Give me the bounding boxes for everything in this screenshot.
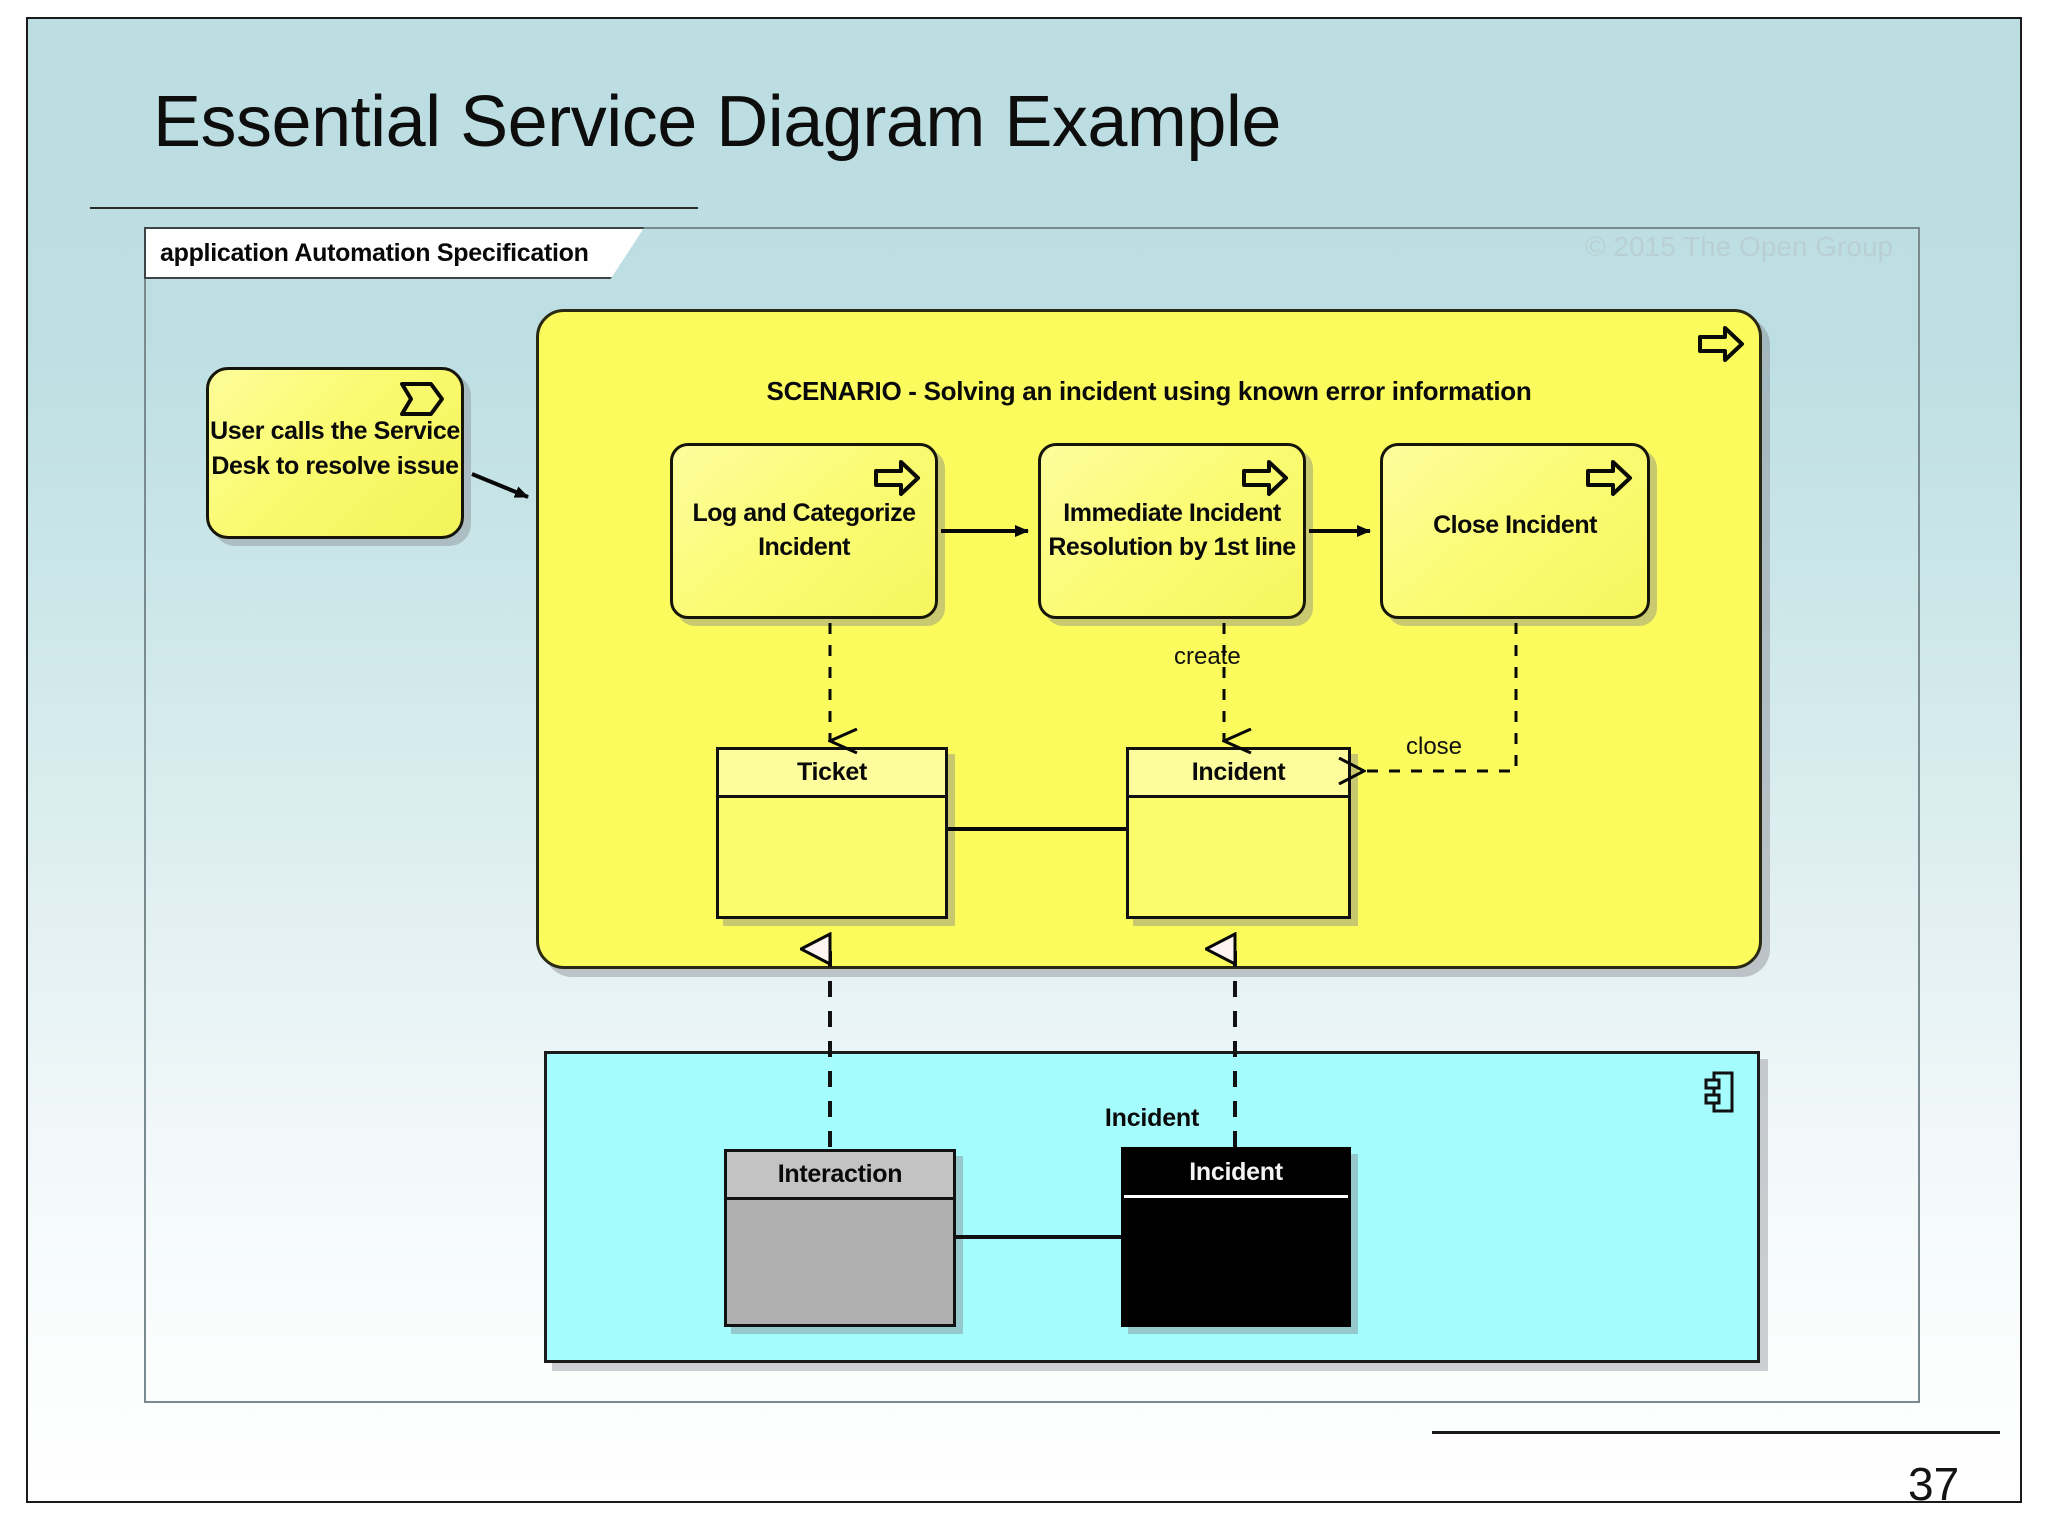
uml-class-name: Ticket [719, 750, 945, 798]
uml-class-name: Incident [1129, 750, 1348, 798]
uml-frame-label: application Automation Specification [144, 227, 645, 279]
footer-rule [1432, 1431, 2000, 1434]
title-underline-rule [90, 207, 698, 209]
uml-class-incident-implementation[interactable]: Incident [1121, 1147, 1351, 1327]
process-arrow-icon [1242, 460, 1288, 496]
page-number: 37 [1908, 1458, 1960, 1510]
edge-label-close: close [1406, 733, 1463, 760]
process-box-label: Log and Categorize Incident [692, 499, 916, 561]
copyright-notice: © 2015 The Open Group [1585, 231, 1894, 262]
uml-class-ticket[interactable]: Ticket [716, 747, 948, 919]
component-label: Incident [1104, 1104, 1200, 1132]
event-flag-icon [400, 382, 444, 416]
uml-class-interaction[interactable]: Interaction [724, 1149, 956, 1327]
uml-class-incident[interactable]: Incident [1126, 747, 1351, 919]
uml-class-name: Incident [1124, 1150, 1348, 1198]
event-node-label: User calls the Service Desk to resolve i… [210, 417, 460, 480]
process-arrow-icon [1698, 326, 1744, 362]
uml-class-name: Interaction [727, 1152, 953, 1200]
process-box-log-and-categorize-incident[interactable]: Log and Categorize Incident [670, 443, 938, 619]
component-icon [1704, 1071, 1734, 1113]
scenario-title: SCENARIO - Solving an incident using kno… [766, 376, 1532, 406]
slide-frame: Essential Service Diagram Example applic… [26, 17, 2022, 1510]
page-title: Essential Service Diagram Example [153, 82, 1281, 162]
process-box-label: Close Incident [1433, 511, 1597, 539]
edge-label-create: create [1174, 643, 1241, 670]
process-box-immediate-incident-resolution[interactable]: Immediate Incident Resolution by 1st lin… [1038, 443, 1306, 619]
process-box-label: Immediate Incident Resolution by 1st lin… [1048, 499, 1296, 561]
process-arrow-icon [874, 460, 920, 496]
process-arrow-icon [1586, 460, 1632, 496]
process-box-close-incident[interactable]: Close Incident [1380, 443, 1650, 619]
uml-frame [144, 227, 1920, 1403]
event-node-user-calls-service-desk[interactable]: User calls the Service Desk to resolve i… [206, 367, 464, 539]
